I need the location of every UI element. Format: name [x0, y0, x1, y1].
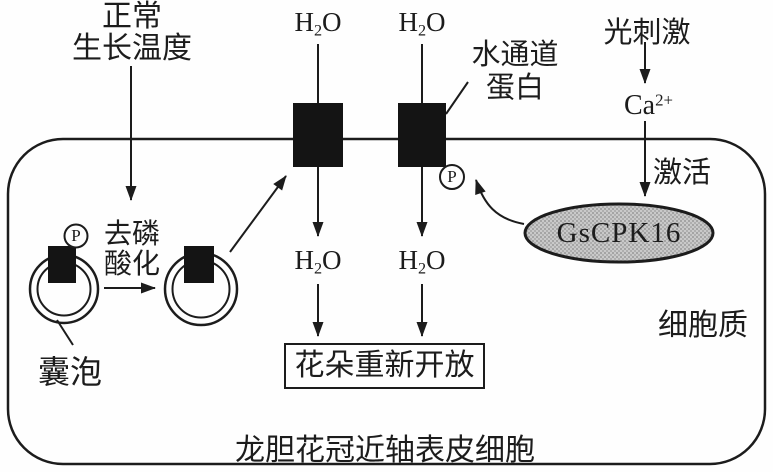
aquaporin-channel-right [398, 103, 446, 167]
label-phosphate-vesicle: P [71, 226, 81, 245]
h2o-subscript: 2 [417, 21, 427, 40]
label-h2o-top-right: H2O [392, 7, 452, 41]
label-normal-growth-temperature: 正常 生长温度 [52, 1, 212, 65]
label-light-stimulus: 光刺激 [603, 17, 691, 49]
label-aquaporin: 水通道 蛋白 [455, 39, 575, 105]
vesicle2-channel-protein [184, 246, 214, 283]
label-activate: 激活 [653, 157, 712, 189]
flower-reopen-box: 花朵重新开放 [284, 343, 485, 389]
calcium-charge-superscript: 2+ [655, 90, 673, 110]
label-dephosphorylation-line2: 酸化 [103, 249, 160, 280]
label-kinase-gscpk16: GsCPK16 [556, 217, 682, 249]
h2o-h: H [294, 7, 314, 37]
h2o-h: H [294, 245, 314, 275]
h2o-h: H [398, 245, 418, 275]
h2o-h: H [398, 7, 418, 37]
h2o-o: O [322, 245, 342, 275]
label-cell-caption: 龙胆花冠近轴表皮细胞 [235, 434, 535, 467]
h2o-subscript: 2 [417, 259, 427, 278]
h2o-o: O [322, 7, 342, 37]
label-calcium-ion: Ca2+ [624, 90, 673, 122]
vesicle1-phosphate-circle [63, 223, 89, 249]
label-h2o-bottom-right: H2O [392, 245, 452, 279]
vesicle1-channel-protein [48, 246, 76, 283]
label-dephosphorylation: 去磷 酸化 [97, 220, 167, 280]
label-aquaporin-line2: 蛋白 [485, 72, 544, 104]
h2o-o: O [426, 7, 446, 37]
h2o-subscript: 2 [313, 21, 323, 40]
label-normal-growth-temperature-line1: 正常 [102, 0, 162, 33]
label-vesicle: 囊泡 [37, 354, 102, 390]
arrow-vesicle-to-membrane [229, 175, 287, 253]
h2o-o: O [426, 245, 446, 275]
label-h2o-bottom-left: H2O [288, 245, 348, 279]
leader-aquaporin-label [445, 81, 469, 115]
kinase-ellipse [523, 202, 715, 264]
channel-phosphate-circle [439, 164, 465, 190]
label-h2o-top-left: H2O [288, 7, 348, 41]
cell-membrane-outline [6, 137, 767, 466]
label-dephosphorylation-line1: 去磷 [103, 219, 160, 250]
calcium-symbol: Ca [624, 90, 656, 121]
aquaporin-channel-left [293, 103, 343, 167]
label-cytoplasm: 细胞质 [658, 309, 748, 342]
label-aquaporin-line1: 水通道 [471, 39, 559, 71]
label-normal-growth-temperature-line2: 生长温度 [72, 32, 192, 65]
h2o-subscript: 2 [313, 259, 323, 278]
arrow-kinase-phosphorylates-channel [475, 179, 525, 225]
label-phosphate-channel: P [447, 167, 457, 186]
leader-vesicle-label [56, 319, 74, 346]
